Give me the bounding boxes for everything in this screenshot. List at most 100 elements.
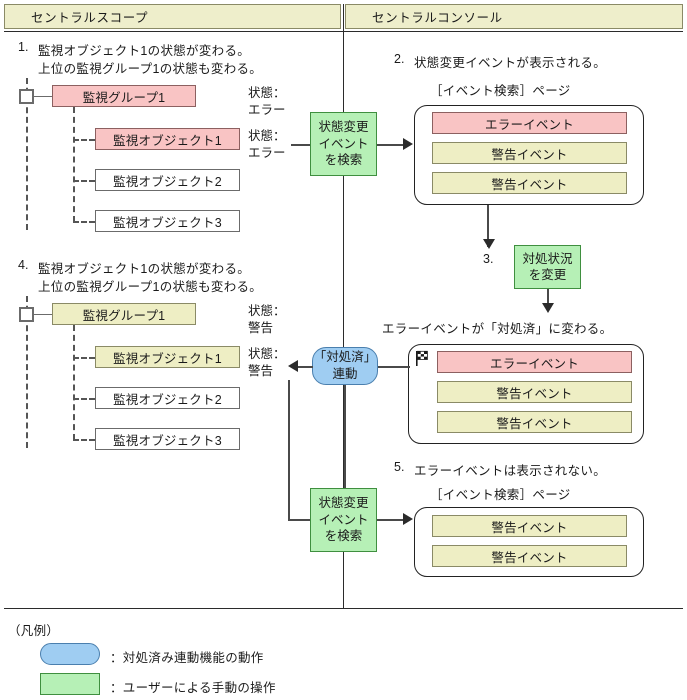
tree-top-root-knob: [19, 89, 34, 104]
step2-page-label: ［イベント検索］ページ: [430, 84, 571, 98]
tree-top-root-guide: [26, 78, 28, 230]
arrow-step3-to-result: [542, 303, 554, 313]
tree-bottom-branch-3: [73, 439, 95, 441]
status-top-group-line2: エラー: [248, 103, 286, 117]
action-handled-linkage[interactable]: 「対処済」 連動: [312, 347, 378, 385]
connector-linkage-to-tree: [297, 366, 313, 368]
tree-bottom-branch-2: [73, 398, 95, 400]
action-search-event-2-line1: 状態変更: [318, 496, 369, 511]
event-row-warning-1b-label: 警告イベント: [491, 177, 568, 192]
status-bottom-object: 状態： 警告: [248, 346, 286, 380]
step1-number: 1.: [18, 40, 29, 54]
status-bottom-group-line2: 警告: [248, 321, 274, 335]
connector-panel2-to-linkage: [378, 366, 410, 368]
legend-swatch-linkage: [40, 643, 100, 665]
event-row-warning-1a[interactable]: 警告イベント: [432, 142, 627, 164]
action-search-event-1-line1: 状態変更: [318, 120, 369, 135]
step1-line2: 上位の監視グループ1の状態も変わる。: [38, 62, 263, 76]
event-row-warning-3b[interactable]: 警告イベント: [432, 545, 627, 567]
status-top-object: 状態： エラー: [248, 128, 286, 162]
step4-line2: 上位の監視グループ1の状態も変わる。: [38, 280, 263, 294]
tree-top-group-node[interactable]: 監視グループ1: [52, 85, 196, 107]
tree-top-object-1-label: 監視オブジェクト1: [113, 133, 222, 148]
frame-column-divider: [343, 4, 344, 608]
event-row-error-1[interactable]: エラーイベント: [432, 112, 627, 134]
event-row-error-1-label: エラーイベント: [485, 117, 574, 132]
tree-top-object-2[interactable]: 監視オブジェクト2: [95, 169, 240, 191]
tree-top-group-label: 監視グループ1: [82, 90, 166, 105]
legend-item-linkage-label: ：対処済み連動機能の動作: [110, 651, 264, 665]
step2-number: 2.: [394, 52, 405, 66]
event-row-warning-2b[interactable]: 警告イベント: [437, 411, 632, 433]
step5-number: 5.: [394, 460, 405, 474]
status-top-group: 状態： エラー: [248, 85, 286, 119]
tree-top-children-guide: [73, 107, 75, 222]
tree-bottom-object-1-label: 監視オブジェクト1: [113, 351, 222, 366]
step5-text: エラーイベントは表示されない。: [414, 464, 607, 478]
step2-text: 状態変更イベントが表示される。: [414, 56, 607, 70]
status-bottom-group: 状態： 警告: [248, 303, 286, 337]
event-row-warning-2b-label: 警告イベント: [496, 416, 573, 431]
step1-line1: 監視オブジェクト1の状態が変わる。: [38, 44, 251, 58]
step4-number: 4.: [18, 258, 29, 272]
status-bottom-object-line2: 警告: [248, 364, 274, 378]
connector-step3-to-result: [547, 289, 549, 311]
action-linkage-line2: 連動: [332, 367, 358, 381]
status-top-object-line1: 状態：: [248, 129, 286, 143]
action-search-event-1-line2: イベント: [318, 136, 369, 151]
status-top-object-line2: エラー: [248, 146, 286, 160]
step3-number: 3.: [483, 252, 494, 266]
tree-bottom-object-3[interactable]: 監視オブジェクト3: [95, 428, 240, 450]
event-row-warning-1b[interactable]: 警告イベント: [432, 172, 627, 194]
status-bottom-group-line1: 状態：: [248, 304, 286, 318]
tree-top-root-connector: [34, 96, 52, 97]
event-row-warning-3a[interactable]: 警告イベント: [432, 515, 627, 537]
tree-bottom-group-node[interactable]: 監視グループ1: [52, 303, 196, 325]
action-search-event-1[interactable]: 状態変更 イベント を検索: [310, 112, 377, 176]
event-row-warning-3b-label: 警告イベント: [491, 550, 568, 565]
connector-bottom-tree-down: [288, 380, 290, 520]
event-row-error-2[interactable]: エラーイベント: [437, 351, 632, 373]
tree-bottom-object-2[interactable]: 監視オブジェクト2: [95, 387, 240, 409]
event-row-warning-3a-label: 警告イベント: [491, 520, 568, 535]
arrow-search2-to-panel3: [403, 513, 413, 525]
status-top-group-line1: 状態：: [248, 86, 286, 100]
header-central-console: セントラルコンソール: [345, 4, 683, 29]
legend-title: （凡例）: [8, 624, 60, 638]
arrow-linkage-to-tree: [288, 360, 298, 372]
event-row-error-2-label: エラーイベント: [490, 356, 579, 371]
tree-bottom-group-label: 監視グループ1: [82, 308, 166, 323]
connector-linkage-down: [344, 385, 346, 520]
tree-top-branch-2: [73, 180, 95, 182]
connector-search1-to-panel1: [377, 144, 405, 146]
tree-top-object-3-label: 監視オブジェクト3: [113, 215, 222, 230]
tree-bottom-root-guide: [26, 296, 28, 448]
event-row-warning-2a[interactable]: 警告イベント: [437, 381, 632, 403]
frame-legend-rule: [4, 608, 683, 609]
tree-top-branch-1: [73, 139, 95, 141]
tree-top-object-3[interactable]: 監視オブジェクト3: [95, 210, 240, 232]
event-row-warning-1a-label: 警告イベント: [491, 147, 568, 162]
connector-bottom-tree-to-search: [288, 519, 311, 521]
action-change-handling-status[interactable]: 対処状況 を変更: [514, 245, 581, 289]
step5-page-label: ［イベント検索］ページ: [430, 488, 571, 502]
connector-search2-to-panel3: [377, 519, 405, 521]
tree-top-object-1[interactable]: 監視オブジェクト1: [95, 128, 240, 150]
tree-bottom-root-connector: [34, 314, 52, 315]
tree-bottom-root-knob: [19, 307, 34, 322]
header-central-console-label: セントラルコンソール: [372, 11, 503, 25]
tree-bottom-children-guide: [73, 325, 75, 440]
checkered-flag-icon: [416, 350, 428, 366]
legend-item-manual-label: ：ユーザーによる手動の操作: [110, 681, 276, 695]
tree-bottom-object-1[interactable]: 監視オブジェクト1: [95, 346, 240, 368]
tree-bottom-branch-1: [73, 357, 95, 359]
action-change-status-line1: 対処状況: [522, 251, 573, 266]
tree-bottom-object-2-label: 監視オブジェクト2: [113, 392, 222, 407]
connector-top-status-to-search: [291, 144, 311, 146]
action-search-event-2[interactable]: 状態変更 イベント を検索: [310, 488, 377, 552]
action-search-event-1-line3: を検索: [324, 153, 363, 168]
event-row-warning-2a-label: 警告イベント: [496, 386, 573, 401]
step3-result-text: エラーイベントが「対処済」に変わる。: [382, 322, 613, 336]
tree-bottom-object-3-label: 監視オブジェクト3: [113, 433, 222, 448]
